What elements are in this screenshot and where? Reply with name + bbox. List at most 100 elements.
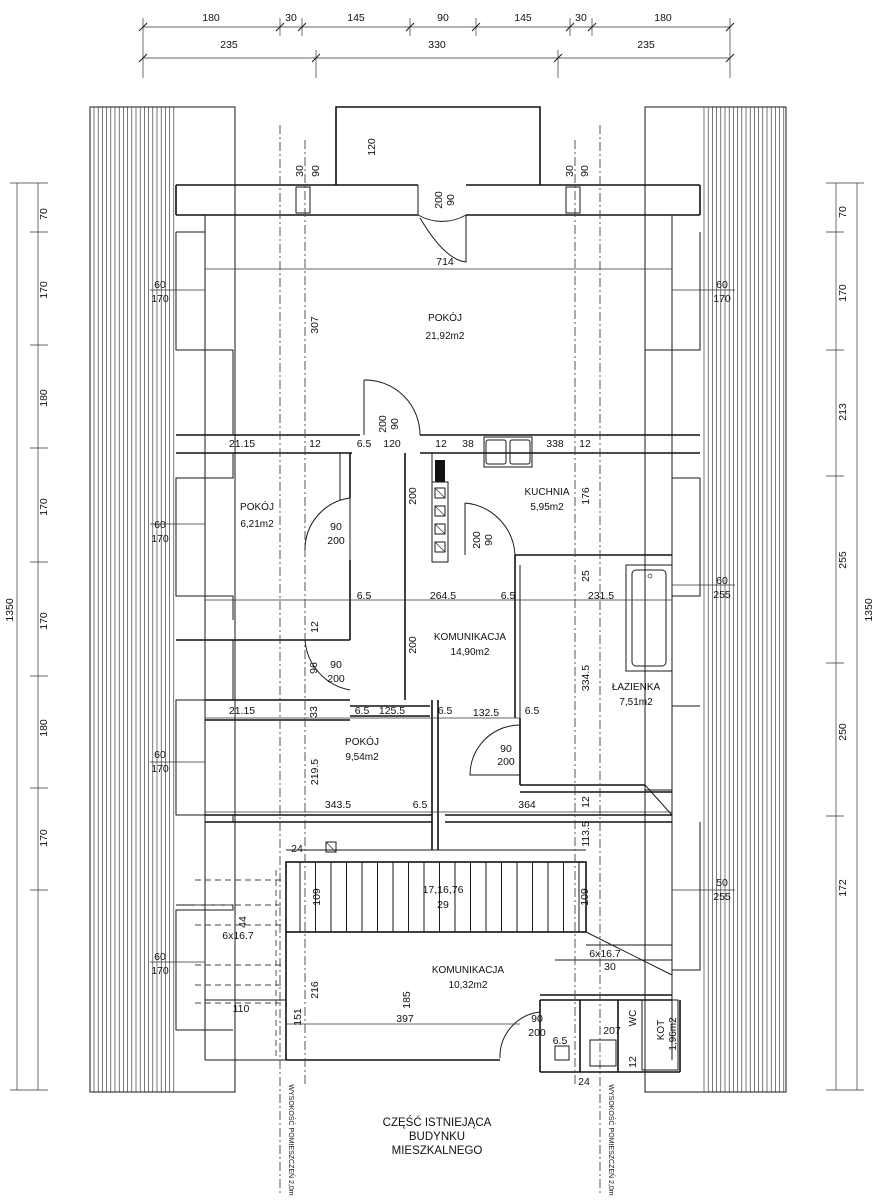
dim-397: 397 <box>396 1013 414 1025</box>
dim-12-a: 12 <box>309 438 321 450</box>
roof-slope-right <box>644 106 787 1093</box>
room-area-kot: 1,96m2 <box>668 1017 679 1051</box>
room-area-pokoj-2: 6,21m2 <box>240 519 274 530</box>
door-pokoj2-height: 200 <box>327 535 345 547</box>
dim-264-5: 264.5 <box>430 590 456 602</box>
top-dimension-chain: 180 30 145 90 145 30 180 235 330 235 <box>138 12 735 78</box>
door-pokoj2-width: 90 <box>330 521 342 533</box>
bathtub <box>625 564 673 672</box>
door-lazienka-width: 90 <box>500 743 512 755</box>
left-dim-2: 170 <box>38 281 50 299</box>
dim-110: 110 <box>233 1003 250 1015</box>
room-area-komunikacja-1: 14,90m2 <box>451 647 490 658</box>
door-top-width: 90 <box>445 194 457 206</box>
dim-21-15-top: 21.15 <box>229 438 255 450</box>
room-area-pokoj-3: 9,54m2 <box>345 752 379 763</box>
dim-338: 338 <box>546 438 564 450</box>
dim-6-5-h: 6.5 <box>553 1035 568 1047</box>
dim-6-5-a: 6.5 <box>357 438 372 450</box>
dim-12-f: 12 <box>627 1056 639 1068</box>
door-lazienka-height: 200 <box>497 756 515 768</box>
left-dim-6: 180 <box>38 719 50 737</box>
room-labels: POKÓJ 21,92m2 POKÓJ 6,21m2 KUCHNIA 5,95m… <box>240 311 679 1051</box>
right-dim-2: 170 <box>837 284 849 302</box>
right-dim-total: 1350 <box>863 598 874 622</box>
right-dim-4: 255 <box>837 551 849 569</box>
stair-flight-left <box>195 870 286 1060</box>
top-dim-7: 180 <box>654 12 672 24</box>
window-bl2-height: 170 <box>151 965 169 977</box>
dim-12-b: 12 <box>435 438 447 450</box>
window-mr-width: 60 <box>716 575 728 587</box>
side-note-right: WYSOKOŚĆ POMIESZCZEŃ 2,0m <box>607 1084 616 1195</box>
top-dim-9: 330 <box>428 39 446 51</box>
dim-30-stair: 30 <box>604 961 616 973</box>
dim-24-b: 24 <box>578 1076 590 1088</box>
dim-334-5: 334.5 <box>580 665 592 691</box>
fixtures <box>325 436 679 1071</box>
top-dim-1: 180 <box>202 12 220 24</box>
dim-38: 38 <box>462 438 474 450</box>
dim-24-a: 24 <box>291 843 303 855</box>
door-mid-width: 90 <box>389 418 401 430</box>
top-dim-8: 235 <box>220 39 238 51</box>
door-kuchnia-width: 90 <box>483 534 495 546</box>
dim-113-5: 113.5 <box>580 821 592 847</box>
stairs-count: 29 <box>437 899 449 911</box>
window-ml-width: 60 <box>154 519 166 531</box>
door-top-height: 200 <box>433 191 445 209</box>
room-area-kuchnia: 5,95m2 <box>530 502 564 513</box>
room-area-lazienka: 7,51m2 <box>619 697 653 708</box>
right-dim-3: 213 <box>837 403 849 421</box>
dim-714: 714 <box>436 256 454 268</box>
dim-219-5: 219.5 <box>309 759 321 785</box>
right-dim-5: 250 <box>837 723 849 741</box>
room-name-pokoj-1: POKÓJ <box>428 311 462 324</box>
door-mid-height: 200 <box>377 415 389 433</box>
room-name-wc: WC <box>628 1010 639 1027</box>
left-dim-4: 170 <box>38 498 50 516</box>
window-tr-width: 60 <box>716 279 728 291</box>
door-pokoj3-height: 200 <box>327 673 345 685</box>
window-br-width: 50 <box>716 877 728 889</box>
window-br-height: 255 <box>713 891 731 903</box>
dim-12-c: 12 <box>579 438 591 450</box>
dim-151: 151 <box>292 1008 304 1026</box>
top-dim-10: 235 <box>637 39 655 51</box>
top-dim-2: 30 <box>285 12 297 24</box>
dim-109-a: 109 <box>311 888 323 906</box>
left-dimension-chain: 70 170 180 170 170 180 170 1350 <box>4 182 50 1091</box>
door-kuchnia-height: 200 <box>471 531 483 549</box>
staircase <box>299 862 580 932</box>
stair-flight-right-steps: 6x16.7 <box>589 948 621 960</box>
dim-6-5-g: 6.5 <box>413 799 428 811</box>
room-name-pokoj-3: POKÓJ <box>345 735 379 748</box>
dim-12-d: 12 <box>309 621 321 633</box>
dim-216: 216 <box>309 981 321 999</box>
dim-200-b: 200 <box>407 636 419 654</box>
door-pokoj3-width: 90 <box>330 659 342 671</box>
dim-109-b: 109 <box>579 888 591 906</box>
dim-96: 96 <box>308 662 320 674</box>
door-bottom-height: 200 <box>528 1027 546 1039</box>
dim-90-right: 90 <box>579 165 591 177</box>
dim-343-5: 343.5 <box>325 799 351 811</box>
dim-33: 33 <box>308 706 320 718</box>
room-name-komunikacja-1: KOMUNIKACJA <box>434 632 507 643</box>
internal-dimensions: 714 307 120 30 90 30 90 90 200 60 170 60… <box>151 138 731 1088</box>
window-mr-height: 255 <box>713 589 731 601</box>
caption-line-3: MIESZKALNEGO <box>392 1145 483 1157</box>
dim-25: 25 <box>580 570 592 582</box>
room-name-pokoj-2: POKÓJ <box>240 500 274 513</box>
axis-lines <box>279 125 601 1195</box>
dim-6-5-d: 6.5 <box>355 705 370 717</box>
left-dim-total: 1350 <box>4 598 16 622</box>
dim-6-5-e: 6.5 <box>438 705 453 717</box>
stair-flight-left-steps: 6x16.7 <box>222 930 254 942</box>
window-callouts <box>150 268 735 1025</box>
top-dim-4: 90 <box>437 12 449 24</box>
dim-132-5: 132.5 <box>473 707 499 719</box>
dim-30-left: 30 <box>294 165 306 177</box>
dim-21-15-bottom: 21.15 <box>229 705 255 717</box>
